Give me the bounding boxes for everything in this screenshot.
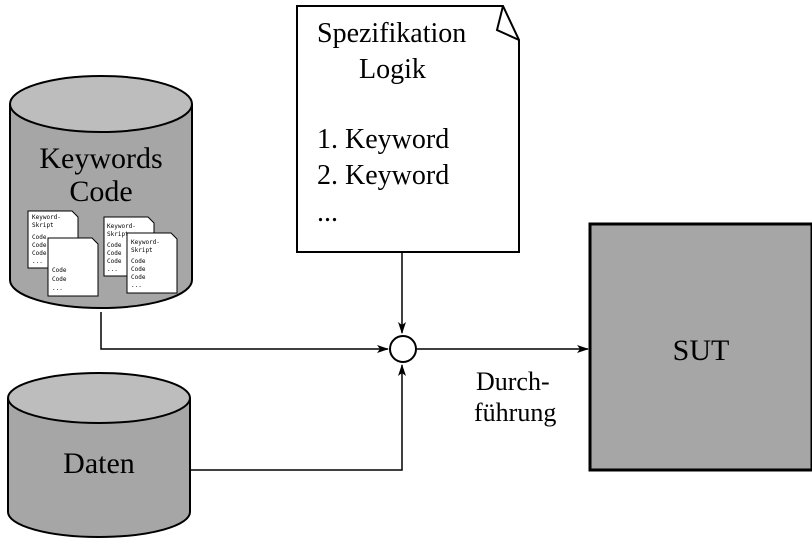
svg-text:...: ... bbox=[52, 285, 63, 292]
svg-text:Keyword-: Keyword- bbox=[107, 223, 136, 230]
svg-text:Code: Code bbox=[107, 258, 122, 265]
keyword-script-doc: Code Code ... bbox=[47, 237, 99, 297]
execution-label-line1: Durch- bbox=[476, 367, 550, 396]
spec-item: 2. Keyword bbox=[317, 160, 449, 191]
connectors bbox=[100, 252, 589, 471]
spec-item: 1. Keyword bbox=[317, 124, 449, 155]
svg-text:Code: Code bbox=[131, 258, 146, 265]
svg-text:Code: Code bbox=[107, 250, 122, 257]
svg-text:Code: Code bbox=[52, 276, 67, 283]
execution-label-line2: führung bbox=[474, 398, 556, 427]
svg-text:Keyword-: Keyword- bbox=[32, 214, 61, 221]
data-to-junction-arrow bbox=[190, 364, 406, 471]
sut-box: SUT bbox=[588, 222, 812, 472]
sut-label: SUT bbox=[673, 334, 730, 367]
svg-text:Skript: Skript bbox=[107, 231, 129, 238]
keywords-code-database: Keywords Code Keyword- Skript Code Code … bbox=[9, 75, 193, 309]
svg-text:Code: Code bbox=[32, 250, 47, 257]
folded-corner-icon bbox=[495, 5, 520, 41]
svg-text:Skript: Skript bbox=[32, 222, 54, 229]
specification-document: Spezifikation Logik 1. Keyword 2. Keywor… bbox=[296, 5, 520, 253]
spec-subtitle: Logik bbox=[359, 54, 426, 85]
code-label: Code bbox=[69, 175, 132, 208]
svg-text:Code: Code bbox=[131, 274, 146, 281]
svg-text:...: ... bbox=[131, 282, 142, 289]
svg-text:Code: Code bbox=[131, 266, 146, 273]
data-label: Daten bbox=[63, 447, 135, 480]
svg-text:Code: Code bbox=[32, 242, 47, 249]
svg-text:Keyword-: Keyword- bbox=[131, 239, 160, 246]
keyword-script-doc: Keyword- Skript Code Code Code ... bbox=[126, 232, 178, 294]
data-database: Daten bbox=[7, 372, 191, 538]
junction-circle bbox=[389, 335, 417, 363]
svg-text:Code: Code bbox=[32, 234, 47, 241]
spec-item: ... bbox=[317, 197, 338, 228]
svg-text:Code: Code bbox=[52, 267, 67, 274]
keywords-label: Keywords bbox=[39, 142, 162, 175]
svg-text:...: ... bbox=[107, 266, 118, 273]
svg-text:Skript: Skript bbox=[131, 247, 153, 254]
svg-text:Code: Code bbox=[107, 242, 122, 249]
svg-text:...: ... bbox=[32, 258, 43, 265]
keywords-to-junction-arrow bbox=[100, 312, 389, 353]
spec-title: Spezifikation bbox=[317, 18, 466, 49]
